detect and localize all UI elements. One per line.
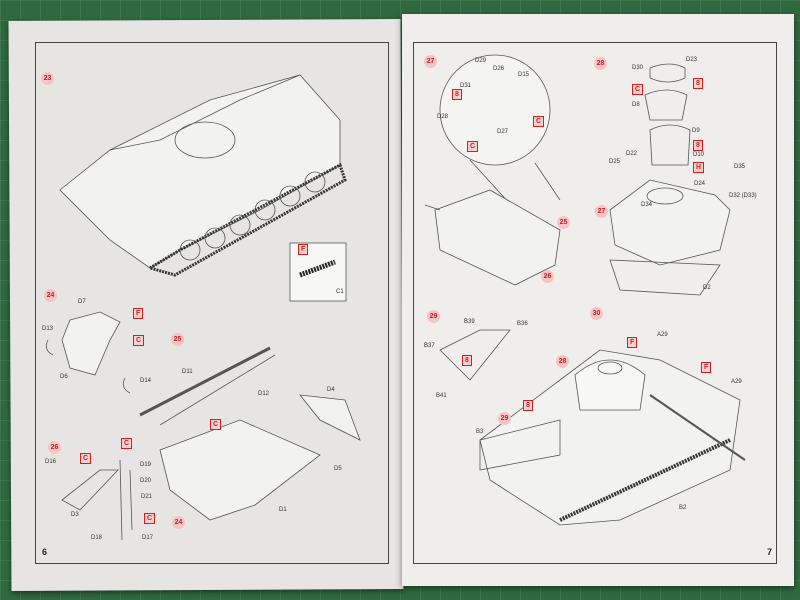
part-label: D25 <box>609 159 621 165</box>
step-reference: 29 <box>498 412 511 425</box>
part-sprue-f-box: F <box>298 244 309 255</box>
part-label: D21 <box>141 494 153 500</box>
sprue-box: C <box>133 335 145 346</box>
part-label: D11 <box>182 369 193 375</box>
part-label: D1 <box>279 507 287 513</box>
sprue-box: H <box>693 162 705 173</box>
part-label: D32 (D33) <box>729 193 757 199</box>
step-reference: 26 <box>541 270 554 283</box>
sprue-box: C <box>467 141 479 152</box>
part-label: D35 <box>734 164 746 170</box>
part-label: D8 <box>632 102 640 108</box>
part-label: B3 <box>476 429 484 435</box>
part-label: D9 <box>692 128 700 134</box>
part-label: D26 <box>493 66 505 72</box>
part-label: D22 <box>626 151 638 157</box>
part-label: D30 <box>632 65 644 71</box>
step-reference: 27 <box>595 205 608 218</box>
part-label: D14 <box>140 378 152 384</box>
part-label: D24 <box>694 181 706 187</box>
step-number-24: 24 <box>44 289 57 302</box>
part-label: D5 <box>334 466 342 472</box>
sprue-box: 8 <box>693 140 703 151</box>
sprue-box: F <box>627 337 638 348</box>
step-number-28: 28 <box>594 57 607 70</box>
part-label: D18 <box>91 535 103 541</box>
part-label: A29 <box>657 332 668 338</box>
part-label: D10 <box>693 152 705 158</box>
part-label: D6 <box>60 374 68 380</box>
part-label: B41 <box>436 393 447 399</box>
step-number-27: 27 <box>424 55 437 68</box>
part-label: D34 <box>641 202 653 208</box>
part-label: C1 <box>336 289 344 295</box>
page-number: 7 <box>767 547 773 557</box>
part-label: D15 <box>518 72 530 78</box>
sprue-box: C <box>144 513 156 524</box>
part-label: A29 <box>731 379 742 385</box>
part-label: B36 <box>517 321 528 327</box>
sprue-box: C <box>632 84 644 95</box>
sprue-box: 8 <box>452 89 462 100</box>
right-page-frame <box>413 42 777 564</box>
part-label: B37 <box>424 343 435 349</box>
left-page-frame <box>35 42 389 564</box>
part-label: D17 <box>142 535 154 541</box>
step-reference: 28 <box>556 355 569 368</box>
part-label: D13 <box>42 326 54 332</box>
step-number-26: 26 <box>48 441 61 454</box>
sprue-box: C <box>210 419 222 430</box>
step-number-25: 25 <box>171 333 184 346</box>
part-label: D23 <box>686 57 698 63</box>
sprue-box: F <box>701 362 712 373</box>
part-label: B39 <box>464 319 475 325</box>
step-reference: 25 <box>557 216 570 229</box>
part-label: D19 <box>140 462 152 468</box>
step-number-30: 30 <box>590 307 603 320</box>
part-label: D29 <box>475 58 487 64</box>
sprue-box: 8 <box>462 355 472 366</box>
part-label: D3 <box>71 512 79 518</box>
step-reference: 24 <box>172 516 185 529</box>
part-label: D28 <box>437 114 449 120</box>
sprue-box: 8 <box>693 78 703 89</box>
part-label: D2 <box>703 285 711 291</box>
sprue-box: C <box>533 116 545 127</box>
part-label: B2 <box>679 505 687 511</box>
part-label: D27 <box>497 129 509 135</box>
sprue-box: C <box>80 453 92 464</box>
step-number-23: 23 <box>41 72 54 85</box>
part-label: D16 <box>45 459 57 465</box>
part-label: D12 <box>258 391 270 397</box>
tank-hull-drawing <box>59 74 347 277</box>
part-label: D4 <box>327 387 335 393</box>
step-number-29: 29 <box>427 310 440 323</box>
sprue-box: C <box>121 438 133 449</box>
part-label: D20 <box>140 478 152 484</box>
part-label: D31 <box>460 83 472 89</box>
part-label: D7 <box>78 299 86 305</box>
page-number: 6 <box>42 547 48 557</box>
sprue-box: F <box>133 308 144 319</box>
sprue-box: 8 <box>523 400 533 411</box>
